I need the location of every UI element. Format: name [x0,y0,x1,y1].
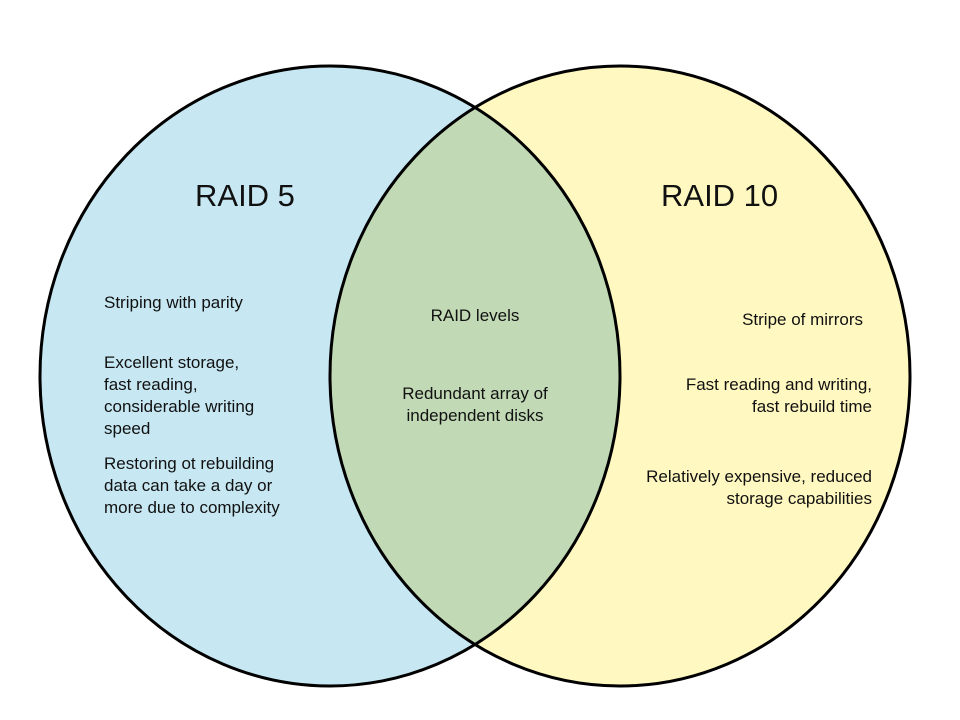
left-item: Restoring ot rebuilding data can take a … [104,454,280,517]
left-item: Striping with parity [104,293,243,312]
right-title: RAID 10 [661,178,779,213]
right-item: Relatively expensive, reduced storage ca… [646,467,872,508]
overlap-item: RAID levels [430,306,520,325]
right-item: Fast reading and writing, fast rebuild t… [685,375,872,416]
left-circle-outline [38,64,622,688]
left-title: RAID 5 [195,178,295,213]
right-item: Stripe of mirrors [742,310,863,329]
right-circle-outline [328,64,912,688]
overlap-item: Redundant array of independent disks [402,384,548,425]
left-item: Excellent storage, fast reading, conside… [104,353,255,438]
overlap-region [330,66,620,686]
